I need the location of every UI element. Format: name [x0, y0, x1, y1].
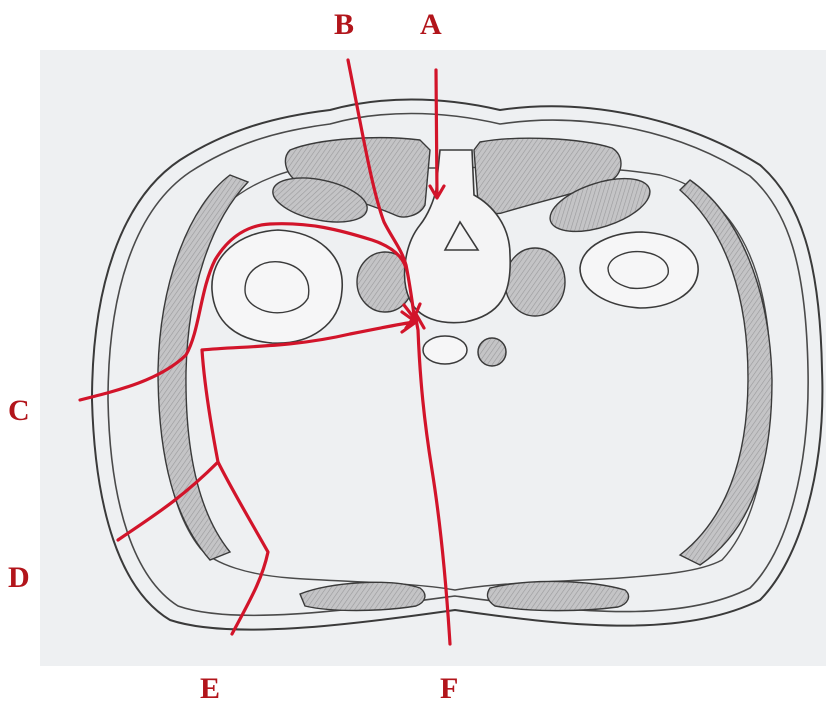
left-paraspinal-circle [423, 336, 467, 364]
left-kidney-pelvis [245, 262, 309, 313]
label-c: C [8, 396, 30, 426]
label-a: A [420, 10, 442, 40]
right-lateral-muscle [680, 180, 772, 565]
needle-path-a [436, 70, 437, 196]
right-kidney-pelvis [608, 252, 668, 289]
right-rectus-muscle [487, 581, 628, 610]
left-rectus-muscle [300, 582, 425, 610]
right-transverse-mass [505, 248, 565, 316]
label-b: B [334, 10, 354, 40]
right-paraspinal-circle [478, 338, 506, 366]
label-d: D [8, 563, 30, 593]
